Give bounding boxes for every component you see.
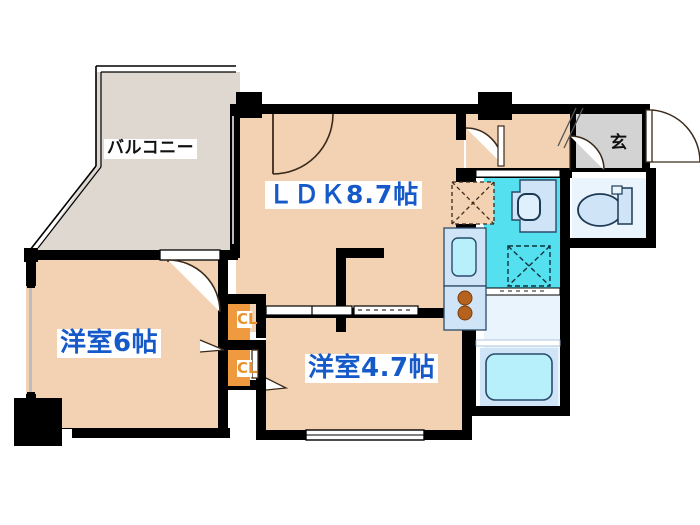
vanity-washbasin xyxy=(511,179,557,233)
wall-bath-east xyxy=(560,168,570,416)
stove-burner-front xyxy=(457,305,473,321)
mullion-room6-west xyxy=(29,288,32,392)
wall-bath-south xyxy=(466,406,570,416)
wall-ldk-west xyxy=(230,104,240,256)
windows xyxy=(62,169,646,441)
room-label-room6: 洋室6帖 xyxy=(57,329,162,359)
mullion-balcony xyxy=(232,116,234,244)
closet-door-marks xyxy=(199,339,289,391)
wall-toilet-south xyxy=(560,238,656,248)
fixtures xyxy=(228,178,646,406)
genkan-threshold xyxy=(572,172,646,178)
bathtub xyxy=(480,348,558,406)
closet-label-lower: CL xyxy=(237,359,258,377)
counter-wall-vertical xyxy=(336,248,346,332)
room-label-genkan: 玄 xyxy=(610,133,628,153)
ldk-hall-door xyxy=(465,125,505,167)
bath-partition-strips xyxy=(475,169,561,347)
closet-label-upper: CL xyxy=(237,310,258,328)
window-frame-room6-west xyxy=(27,286,35,288)
toilet xyxy=(572,178,646,238)
wall-toilet-east xyxy=(646,168,656,248)
room-label-balcony: バルコニー xyxy=(104,139,198,159)
room47-south-window xyxy=(305,429,425,441)
balcony-railing xyxy=(29,65,236,251)
wall-hall-north xyxy=(464,104,650,114)
stove-burner-rear xyxy=(457,290,473,306)
room47-north-partition xyxy=(265,305,419,316)
door-swings xyxy=(167,107,700,391)
pillar-sw xyxy=(14,398,62,446)
wall-closet-top xyxy=(218,294,266,304)
genkan-floor xyxy=(576,106,646,172)
room6-entry-door xyxy=(167,259,221,313)
room6-south-window xyxy=(62,429,72,439)
counter-wall-horizontal xyxy=(336,248,384,258)
kitchen-unit xyxy=(443,227,487,331)
room-label-ldk: ＬＤＫ8.7帖 xyxy=(265,181,423,210)
ldk-floor xyxy=(236,104,464,320)
window-frame-room6-west-b xyxy=(27,392,35,394)
balcony-floor xyxy=(38,72,240,256)
washing-machine-space xyxy=(507,245,551,287)
front-entrance-door xyxy=(645,109,700,163)
genkan-step-lines xyxy=(557,107,584,149)
room6-north-door-frame xyxy=(159,249,221,261)
wall-closet-east-lower xyxy=(256,344,266,380)
ldk-north-door xyxy=(272,113,334,175)
room-label-room47: 洋室4.7帖 xyxy=(305,354,439,384)
wall-room47-west xyxy=(256,380,266,440)
wall-ldk-north xyxy=(236,104,464,114)
refrigerator-space xyxy=(451,181,495,225)
wall-room6-north xyxy=(26,250,238,260)
wall-closet-mid xyxy=(218,340,266,350)
wall-room6-west xyxy=(26,250,36,286)
room47-west-door xyxy=(251,349,259,379)
kitchen-sink xyxy=(451,237,477,277)
toilet-door xyxy=(569,135,605,171)
wall-ldk-east-upper xyxy=(456,104,466,140)
wall-room6-south xyxy=(50,428,230,438)
wall-room6-east xyxy=(218,258,228,294)
wall-closet-shell xyxy=(218,294,228,438)
